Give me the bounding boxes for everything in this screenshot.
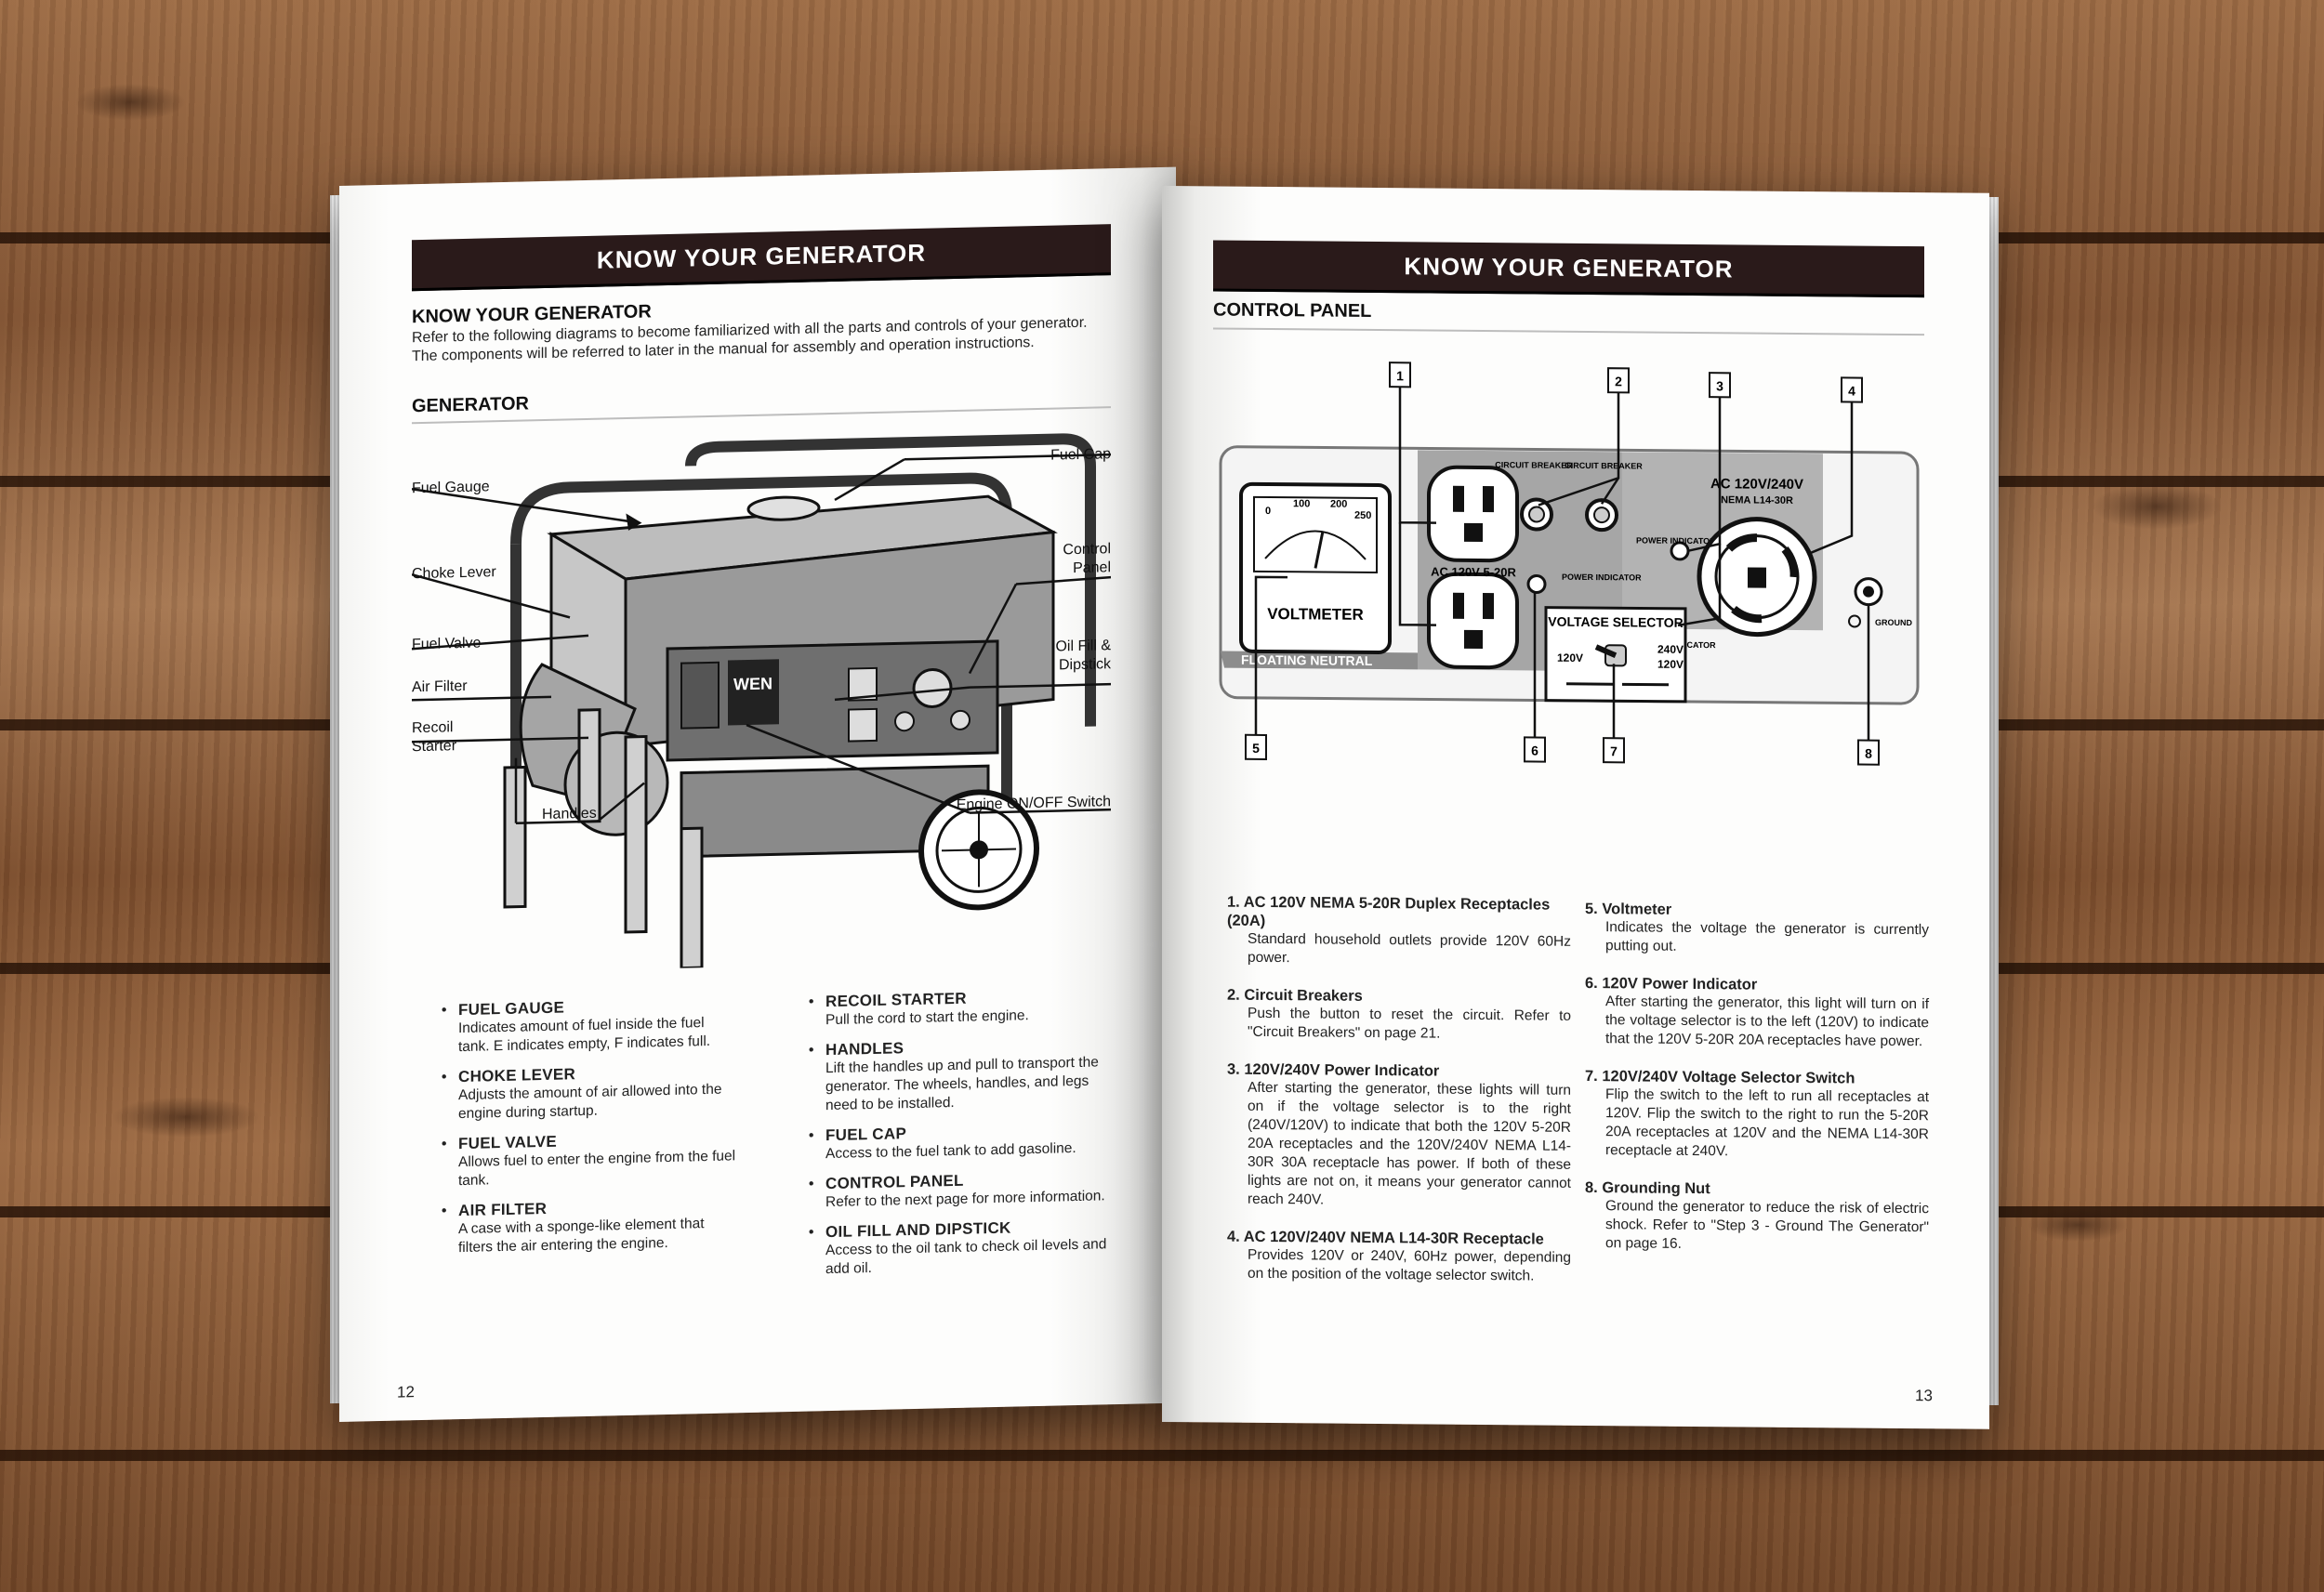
bullet-icon: • [809, 1127, 814, 1144]
circuit-breaker-label-1: CIRCUIT BREAKER [1495, 460, 1573, 470]
right-header-bar: KNOW YOUR GENERATOR [1213, 240, 1924, 298]
wood-knot [112, 1097, 260, 1138]
wood-knot [2092, 483, 2222, 530]
selector-right-top: 240V [1657, 643, 1684, 656]
control-desc: Ground the generator to reduce the risk … [1605, 1198, 1929, 1252]
power-indicator-label-6: POWER INDICATOR [1562, 572, 1642, 583]
bullet-icon: • [442, 1069, 447, 1085]
callout-fuel-gauge: Fuel Gauge [412, 479, 490, 497]
part-desc: Adjusts the amount of air allowed into t… [458, 1081, 722, 1123]
bullet-icon: • [809, 1176, 814, 1192]
left-header-bar: KNOW YOUR GENERATOR [412, 224, 1111, 292]
control-desc: After starting the generator, these ligh… [1248, 1079, 1571, 1208]
right-page: KNOW YOUR GENERATOR CONTROL PANEL FLOATI… [1162, 186, 1989, 1429]
generator-section-title: GENERATOR [412, 393, 529, 417]
bullet-icon: • [809, 1042, 814, 1059]
floating-neutral-label: FLOATING NEUTRAL [1241, 652, 1373, 668]
tag-6: 6 [1531, 743, 1538, 757]
control-desc: Indicates the voltage the generator is c… [1605, 919, 1929, 954]
bullet-icon: • [809, 993, 814, 1010]
control-desc: Push the button to reset the circuit. Re… [1248, 1005, 1571, 1042]
tag-5: 5 [1252, 741, 1260, 756]
dial-tick-250: 250 [1354, 510, 1371, 521]
section-rule [1213, 327, 1924, 336]
dial-tick-200: 200 [1330, 499, 1347, 510]
callout-handles: Handles [542, 805, 597, 823]
wood-knot [2027, 1208, 2129, 1242]
logo-text: WEN [733, 674, 772, 693]
tag-4: 4 [1848, 383, 1855, 398]
tag-2: 2 [1615, 374, 1622, 388]
tag-8: 8 [1865, 746, 1872, 761]
page-number-right: 13 [1915, 1387, 1933, 1405]
callout-control-panel: Control Panel [1063, 541, 1111, 577]
selector-right-bottom: 120V [1657, 658, 1684, 671]
tag-7: 7 [1610, 743, 1618, 758]
control-title: 1. AC 120V NEMA 5-20R Duplex Receptacles… [1227, 893, 1551, 929]
control-panel-section-title: CONTROL PANEL [1213, 299, 1372, 322]
part-desc: Indicates amount of fuel inside the fuel… [458, 1015, 711, 1056]
wood-knot [74, 84, 186, 121]
control-list-item: 1. AC 120V NEMA 5-20R Duplex Receptacles… [1227, 893, 1571, 970]
control-desc: After starting the generator, this light… [1605, 993, 1929, 1050]
voltmeter-label: VOLTMETER [1267, 605, 1364, 624]
circuit-breaker-label-2: CIRCUIT BREAKER [1565, 461, 1643, 471]
part-desc: A case with a sponge-like element that f… [458, 1216, 705, 1256]
callout-recoil-starter: Recoil Starter [412, 719, 457, 756]
twistlock-label: AC 120V/240V [1710, 476, 1803, 493]
part-desc: Allows fuel to enter the engine from the… [458, 1148, 736, 1190]
dial-tick-100: 100 [1293, 498, 1310, 509]
bullet-icon: • [442, 1002, 447, 1019]
tag-3: 3 [1716, 378, 1723, 393]
dial-tick-0: 0 [1265, 506, 1271, 517]
tag-1: 1 [1396, 368, 1404, 383]
bullet-icon: • [442, 1136, 447, 1152]
page-number-left: 12 [397, 1383, 415, 1401]
control-panel-diagram: FLOATING NEUTRAL 0 100 200 250 VOLTMETER… [1219, 362, 1920, 766]
callout-fuel-cap: Fuel Cap [1050, 446, 1111, 464]
power-indicator-label-3a: POWER INDICATOR [1636, 535, 1716, 546]
controls-list-col1: 1. AC 120V NEMA 5-20R Duplex Receptacles… [1227, 893, 1571, 1305]
generator-illustration: WEN [412, 433, 1111, 970]
bullet-icon: • [809, 1224, 814, 1241]
twistlock-sub: NEMA L14-30R [1721, 494, 1793, 507]
control-desc: Standard household outlets provide 120V … [1248, 930, 1571, 967]
control-desc: Provides 120V or 240V, 60Hz power, depen… [1248, 1246, 1571, 1284]
callout-fuel-valve: Fuel Valve [412, 635, 482, 653]
control-desc: Flip the switch to the left to run all r… [1605, 1086, 1929, 1160]
ground-label: GROUND [1875, 618, 1912, 627]
callout-air-filter: Air Filter [412, 678, 468, 696]
selector-left: 120V [1557, 651, 1583, 664]
voltage-selector-label: VOLTAGE SELECTOR [1548, 614, 1683, 630]
bullet-icon: • [442, 1203, 447, 1219]
part-desc: Access to the oil tank to check oil leve… [825, 1236, 1107, 1278]
callout-oil-fill: Oil Fill & Dipstick [1055, 638, 1111, 674]
receptacle-label: AC 120V 5-20R [1431, 565, 1516, 580]
callout-choke-lever: Choke Lever [412, 564, 496, 583]
part-desc: Lift the handles up and pull to transpor… [825, 1054, 1099, 1114]
left-page: KNOW YOUR GENERATOR KNOW YOUR GENERATOR … [339, 166, 1176, 1422]
